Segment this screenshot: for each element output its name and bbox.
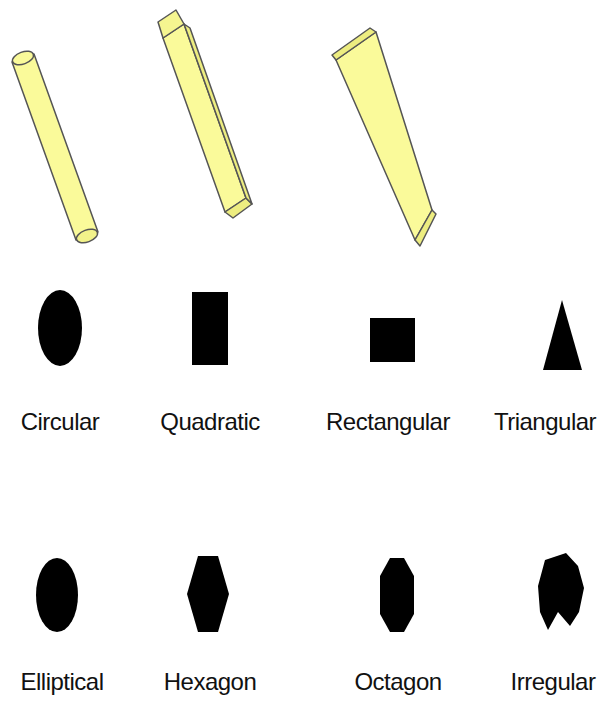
profile-label: Circular	[21, 408, 100, 436]
rect-bar-side	[415, 210, 436, 246]
quadratic-section	[192, 292, 228, 365]
bar-stock	[11, 10, 436, 246]
profile-label: Triangular	[494, 408, 596, 436]
round-bar-end	[75, 227, 100, 246]
rectangular-section	[370, 318, 415, 362]
profile-label: Octagon	[354, 668, 441, 696]
square-bar-face	[163, 24, 246, 212]
irregular-section	[538, 553, 584, 630]
profile-label: Rectangular	[326, 408, 450, 436]
round-bar-end	[11, 49, 36, 68]
elliptical-section	[36, 558, 78, 632]
profile-label: Hexagon	[164, 668, 257, 696]
square-bar-top	[158, 10, 184, 38]
circular-section	[38, 290, 82, 366]
profile-label: Quadratic	[160, 408, 260, 436]
cross-sections	[36, 290, 584, 632]
triangular-section	[543, 300, 582, 370]
octagon-section	[380, 558, 414, 632]
square-bar-side	[184, 24, 252, 204]
round-bar	[12, 54, 98, 240]
profile-label: Irregular	[511, 668, 596, 696]
rect-bar-top	[332, 28, 376, 60]
rect-bar-face	[336, 32, 432, 240]
hexagon-section	[187, 556, 229, 632]
profile-label: Elliptical	[20, 668, 103, 696]
